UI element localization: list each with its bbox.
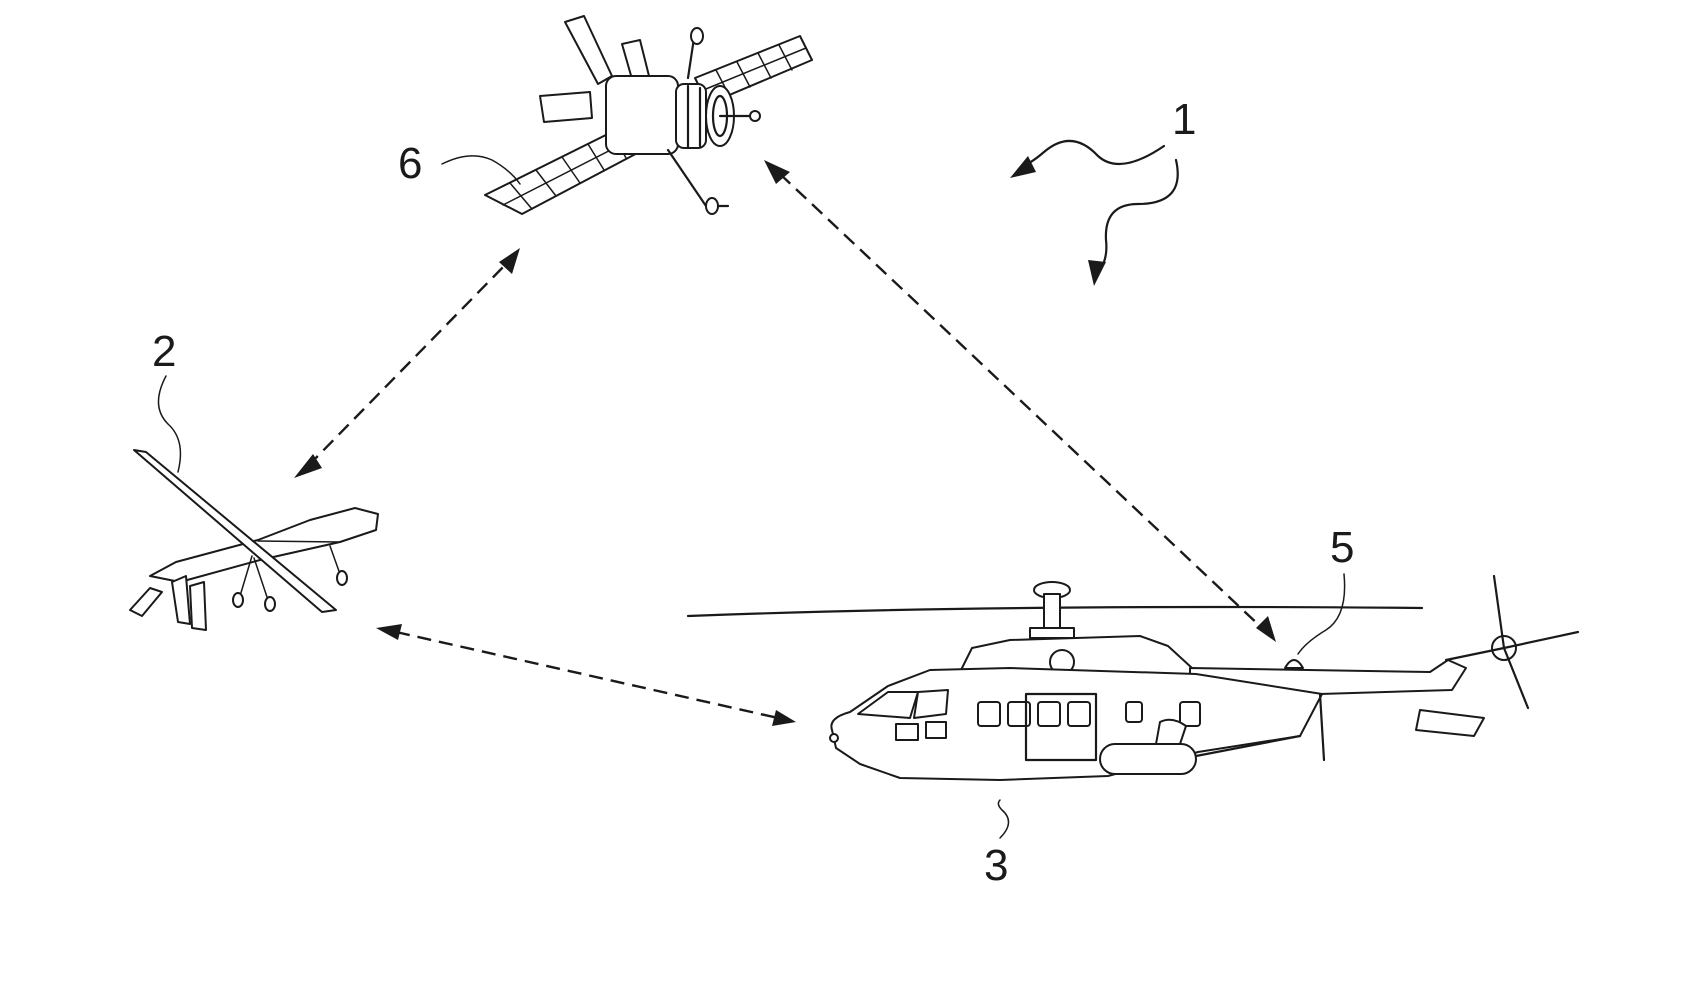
helicopter-icon [688,576,1578,780]
label-antenna: 5 [1330,523,1354,572]
label-drone: 2 [152,327,176,376]
label-system: 1 [1172,95,1196,144]
link-drone-helicopter [376,624,796,726]
label-helicopter: 3 [984,841,1008,890]
label-satellite: 6 [398,139,422,188]
system-arrows [1010,141,1178,286]
tail-rotor-icon [1446,576,1578,708]
antenna-icon [1285,660,1303,668]
link-satellite-helicopter [764,160,1276,642]
satellite-icon [485,16,812,214]
link-drone-satellite [294,248,520,478]
drone-icon [130,450,378,630]
